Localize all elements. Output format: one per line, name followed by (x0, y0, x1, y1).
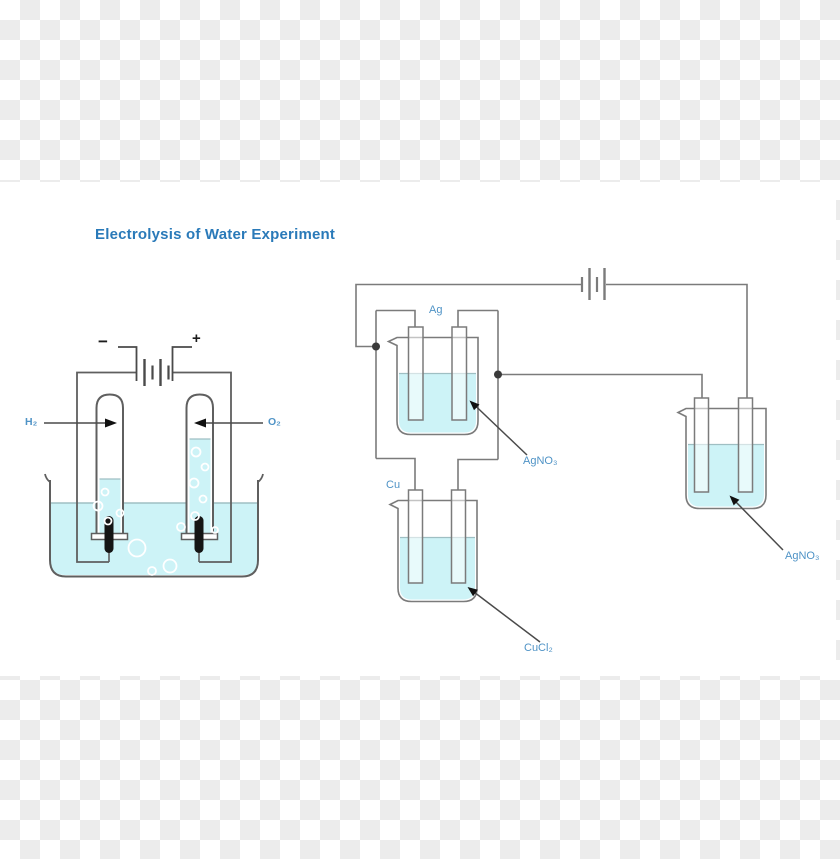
battery-icon (580, 268, 606, 300)
hydrogen-arrow (44, 418, 117, 428)
electroplating-circuit (355, 268, 784, 643)
beaker-outline (49, 480, 259, 578)
agno3-annotation-arrow (469, 400, 528, 456)
right-silver-solution-label: AgNO₃ (785, 550, 820, 562)
gas-bubbles (92, 446, 219, 576)
junction-dot (494, 370, 502, 379)
electrode-strip (407, 326, 424, 421)
beaker-outline (388, 499, 478, 603)
wire-left (76, 371, 137, 563)
wire-loop-top-right (457, 309, 498, 327)
wire-top-right (606, 283, 748, 398)
right-silver-cell (676, 397, 767, 510)
electrode-strip (451, 326, 468, 421)
wire-loop-bottom-right (457, 458, 498, 490)
wire-loop-bottom-left (376, 457, 416, 490)
wire-top-left (355, 283, 581, 348)
electrode-strip (737, 397, 754, 493)
electrode-strip (693, 397, 710, 493)
wire-right (172, 371, 232, 563)
junction-dot (372, 342, 380, 351)
beaker-outline (676, 407, 767, 510)
agno3-right-annotation-arrow (729, 495, 784, 551)
silver-cell (386, 326, 479, 436)
battery-icon (118, 346, 192, 386)
negative-terminal-label: − (98, 332, 108, 351)
copper-cell (388, 489, 478, 603)
cucl2-annotation-arrow (467, 587, 541, 643)
beaker-rim-flare-left (44, 473, 51, 483)
silver-solution-label: AgNO₃ (523, 455, 558, 467)
diagram-title: Electrolysis of Water Experiment (95, 226, 336, 243)
beaker-outline (386, 336, 479, 436)
copper-solution-label: CuCl₂ (524, 642, 553, 654)
positive-terminal-label: + (192, 330, 201, 347)
oxygen-arrow (194, 418, 263, 428)
carbon-electrode-right (194, 516, 204, 553)
carbon-electrode-left (104, 516, 114, 553)
silver-electrode-label: Ag (429, 304, 443, 316)
electrode-strip (407, 489, 424, 584)
oxygen-gas-label: O₂ (268, 416, 281, 428)
wire-loop-top-left (376, 309, 416, 327)
beaker-liquid (51, 503, 257, 575)
wire-to-right-cell (498, 373, 703, 398)
hydrogen-gas-label: H₂ (25, 416, 38, 428)
copper-electrode-label: Cu (386, 479, 401, 491)
electrode-strip (450, 489, 467, 584)
beaker-rim-flare-right (257, 473, 264, 483)
water-electrolysis-apparatus (44, 346, 264, 578)
